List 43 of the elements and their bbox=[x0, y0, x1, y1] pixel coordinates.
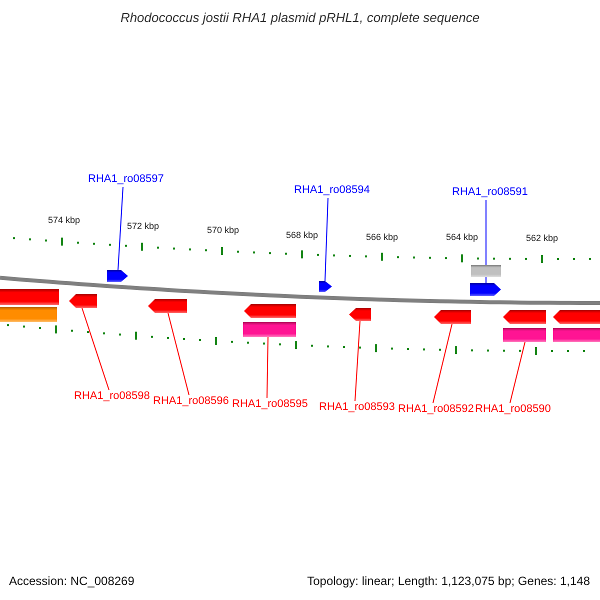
leader-line bbox=[266, 336, 268, 398]
position-label: 572 kbp bbox=[127, 222, 160, 231]
gene-feature bbox=[244, 304, 296, 318]
gene-bar bbox=[0, 289, 59, 305]
gene-label: RHA1_ro08591 bbox=[452, 187, 528, 199]
gene-label: RHA1_ro08597 bbox=[88, 174, 164, 186]
diagram-title: Rhodococcus jostii RHA1 plasmid pRHL1, complete sequence bbox=[119, 11, 481, 24]
gene-bar bbox=[0, 307, 57, 322]
leader-line bbox=[510, 342, 526, 404]
leader-line bbox=[118, 186, 124, 270]
gene-feature bbox=[319, 281, 332, 292]
position-label: 562 kbp bbox=[526, 234, 558, 243]
leader-line bbox=[432, 324, 452, 404]
gene-bar bbox=[471, 265, 501, 277]
gene-label: RHA1_ro08594 bbox=[294, 185, 370, 197]
position-label: 574 kbp bbox=[48, 216, 80, 225]
gene-feature bbox=[349, 308, 371, 321]
position-label: 566 kbp bbox=[366, 233, 398, 242]
gene-label: RHA1_ro08595 bbox=[232, 399, 308, 411]
gene-bar bbox=[553, 328, 600, 342]
leader-line bbox=[82, 308, 110, 390]
gene-bar bbox=[503, 328, 546, 342]
position-label: 568 kbp bbox=[286, 231, 318, 240]
gene-label: RHA1_ro08598 bbox=[74, 391, 150, 403]
leader-line bbox=[168, 312, 190, 396]
gene-label: RHA1_ro08596 bbox=[153, 396, 229, 408]
sequence-info-text: Topology: linear; Length: 1,123,075 bp; Genes: 1,148 bbox=[307, 575, 590, 587]
gene-feature bbox=[470, 283, 501, 296]
gene-label: RHA1_ro08593 bbox=[319, 402, 395, 414]
gene-feature bbox=[503, 310, 546, 324]
accession-text: Accession: NC_008269 bbox=[9, 575, 134, 587]
leader-line bbox=[324, 198, 328, 282]
gene-feature bbox=[69, 294, 97, 308]
gene-feature bbox=[553, 310, 600, 324]
leader-line bbox=[354, 320, 360, 402]
gene-label: RHA1_ro08590 bbox=[475, 404, 551, 416]
gene-label: RHA1_ro08592 bbox=[398, 404, 474, 416]
gene-feature bbox=[148, 299, 187, 313]
gene-bar bbox=[243, 322, 296, 337]
position-label: 564 kbp bbox=[446, 233, 478, 242]
gene-feature bbox=[107, 270, 128, 282]
gene-feature bbox=[434, 310, 471, 324]
position-label: 570 kbp bbox=[207, 226, 240, 235]
